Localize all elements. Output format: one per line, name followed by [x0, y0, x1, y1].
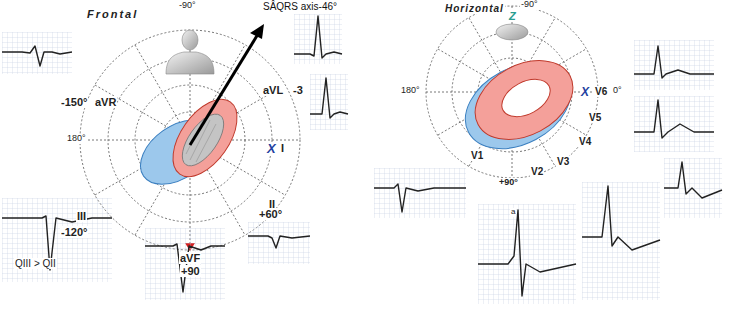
angle-label: +90	[180, 265, 201, 277]
lead-name: V1	[470, 150, 484, 161]
ecg-trace	[2, 14, 722, 304]
angle-label: -90°	[520, 0, 539, 10]
lead-name: V5	[588, 112, 602, 123]
axis-label: SÂQRS axis-46°	[262, 1, 338, 12]
lead-name: V3	[556, 156, 570, 167]
angle-label: -90°	[178, 1, 197, 11]
angle-label: 180°	[400, 86, 421, 96]
plane-title: Horizontal	[444, 3, 505, 14]
lead-mark: a	[510, 208, 516, 217]
head-figure	[496, 24, 528, 40]
lead-name: I	[280, 142, 285, 154]
axis-letter: Z	[508, 10, 517, 22]
lead-name: V6	[594, 86, 608, 97]
lead-name: aVL	[262, 84, 284, 96]
heart-ring	[451, 45, 587, 166]
axis-letter: X	[266, 142, 277, 156]
lead-name: III	[76, 210, 87, 222]
plane-title: Frontal	[86, 8, 139, 20]
angle-label: -150°	[60, 96, 88, 108]
angle-label: -120°	[60, 226, 88, 238]
lead-name: aVF	[179, 252, 201, 264]
angle-label: +60°	[258, 208, 283, 220]
lead-name: aVR	[94, 96, 117, 108]
angle-label: 0°	[612, 86, 623, 96]
angle-label: 180°	[66, 134, 87, 144]
axis-letter: X	[580, 86, 590, 99]
q-wave-note: QIII > QII	[14, 258, 57, 269]
torso-figure	[166, 30, 214, 74]
heart-figure	[129, 88, 250, 197]
angle-label: +90°	[498, 178, 519, 188]
angle-label: -3	[292, 84, 304, 96]
lead-name: V4	[578, 136, 592, 147]
lead-name: V2	[530, 166, 544, 177]
